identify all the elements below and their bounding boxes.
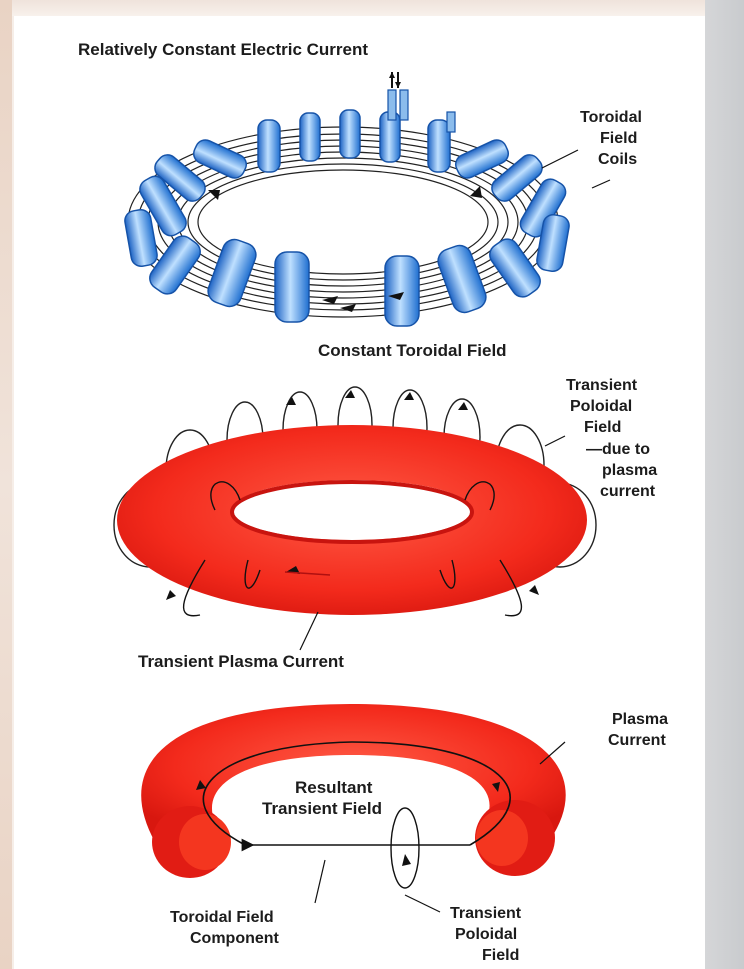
label-transient-poloidal-2: Poloidal bbox=[570, 398, 632, 415]
label-transient-poloidal-6: current bbox=[600, 483, 656, 500]
label-toroidal-component-2: Component bbox=[190, 930, 280, 947]
label-transient-poloidal-b-3: Field bbox=[482, 947, 519, 964]
label-transient-plasma-current: Transient Plasma Current bbox=[138, 652, 344, 671]
toroidal-coil-assembly bbox=[123, 72, 610, 326]
poloidal-loop-bottom bbox=[391, 808, 419, 888]
label-constant-toroidal-field: Constant Toroidal Field bbox=[318, 341, 507, 360]
label-tf-coils-3: Coils bbox=[598, 151, 637, 168]
label-plasma-current-2: Current bbox=[608, 732, 666, 749]
label-tf-coils-1: Toroidal bbox=[580, 109, 642, 126]
tf-coils-leader bbox=[542, 150, 578, 168]
label-transient-poloidal-1: Transient bbox=[566, 377, 638, 394]
label-top-title: Relatively Constant Electric Current bbox=[78, 40, 368, 59]
label-transient-poloidal-5: plasma bbox=[602, 462, 657, 479]
label-tf-coils-2: Field bbox=[600, 130, 637, 147]
label-resultant-2: Transient Field bbox=[262, 799, 382, 818]
plasma-current-leader bbox=[300, 612, 318, 650]
plasma-torus-poloidal bbox=[114, 387, 596, 650]
label-toroidal-component-1: Toroidal Field bbox=[170, 909, 274, 926]
label-transient-poloidal-4: —due to bbox=[586, 441, 650, 458]
label-plasma-current-1: Plasma bbox=[612, 711, 668, 728]
label-transient-poloidal-b-2: Poloidal bbox=[455, 926, 517, 943]
label-resultant-1: Resultant bbox=[295, 778, 373, 797]
label-transient-poloidal-3: Field bbox=[584, 419, 621, 436]
label-transient-poloidal-b-1: Transient bbox=[450, 905, 522, 922]
